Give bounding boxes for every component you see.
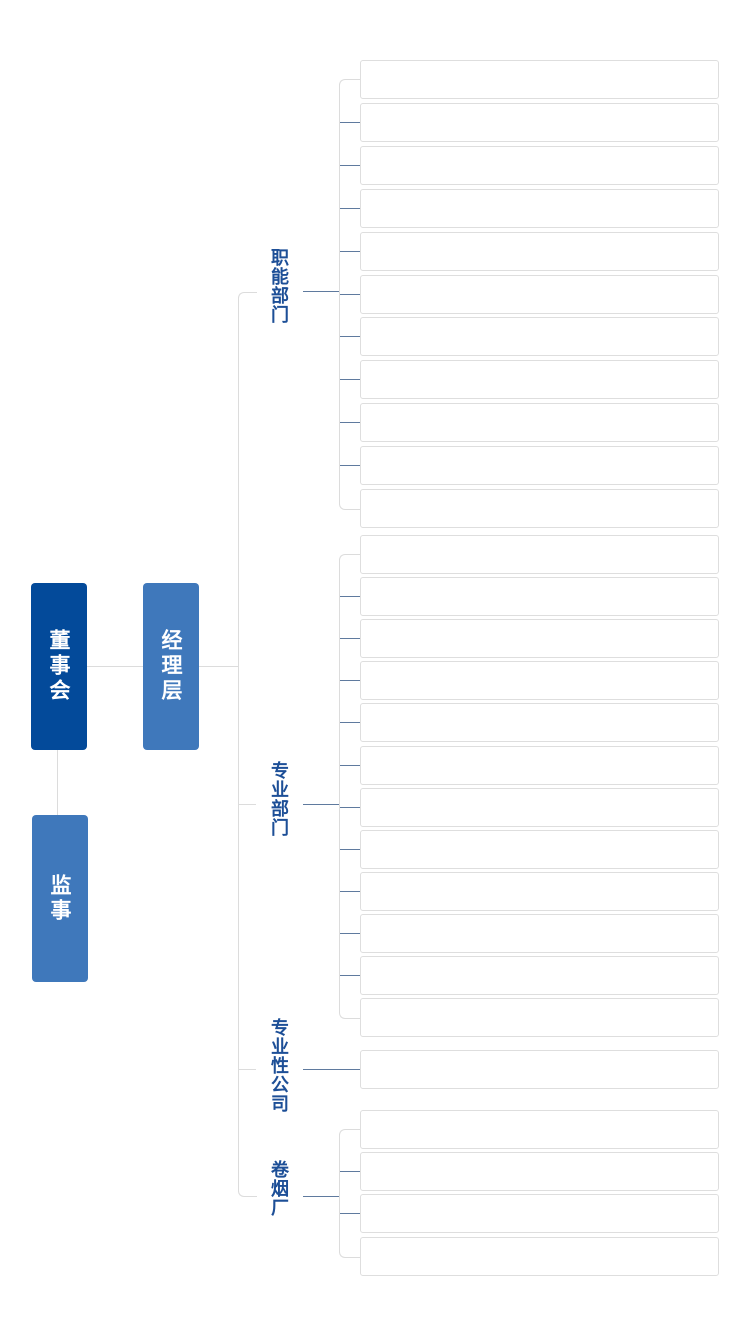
manager-trunk-connector: [199, 666, 238, 667]
leaf-box[interactable]: [360, 446, 719, 485]
leaf-connector: [340, 165, 360, 166]
leaf-box[interactable]: [360, 403, 719, 442]
management-node[interactable]: 经理层: [143, 583, 199, 750]
board-label: 董事会: [47, 629, 71, 704]
leaf-box[interactable]: [360, 360, 719, 399]
leaf-box[interactable]: [360, 577, 719, 616]
category-functional-departments[interactable]: 职能部门: [268, 248, 289, 324]
leaf-connector: [340, 122, 360, 123]
leaf-box[interactable]: [360, 661, 719, 700]
category-connector: [303, 1069, 360, 1070]
leaf-box[interactable]: [360, 830, 719, 869]
category-bracket: [238, 292, 257, 1197]
leaf-box[interactable]: [360, 275, 719, 314]
leaf-box[interactable]: [360, 103, 719, 142]
leaf-box[interactable]: [360, 619, 719, 658]
leaf-connector: [340, 638, 360, 639]
leaf-box[interactable]: [360, 317, 719, 356]
leaf-bracket: [339, 1129, 360, 1258]
board-supervisor-connector: [57, 750, 58, 815]
supervisor-label: 监事: [48, 873, 72, 924]
leaf-connector: [340, 294, 360, 295]
leaf-connector: [340, 680, 360, 681]
category-connector: [303, 291, 339, 292]
leaf-box[interactable]: [360, 146, 719, 185]
leaf-box[interactable]: [360, 1110, 719, 1149]
leaf-box[interactable]: [360, 872, 719, 911]
leaf-connector: [340, 251, 360, 252]
board-manager-connector: [87, 666, 143, 667]
category-connector: [303, 1196, 339, 1197]
leaf-box[interactable]: [360, 489, 719, 528]
leaf-connector: [340, 975, 360, 976]
leaf-connector: [340, 849, 360, 850]
leaf-connector: [340, 208, 360, 209]
leaf-connector: [340, 1171, 360, 1172]
leaf-connector: [340, 807, 360, 808]
leaf-box[interactable]: [360, 703, 719, 742]
leaf-box[interactable]: [360, 535, 719, 574]
leaf-box[interactable]: [360, 189, 719, 228]
category-cigarette-factories[interactable]: 卷烟厂: [268, 1160, 289, 1217]
leaf-bracket: [339, 79, 360, 510]
leaf-box[interactable]: [360, 788, 719, 827]
leaf-box[interactable]: [360, 232, 719, 271]
leaf-box[interactable]: [360, 60, 719, 99]
leaf-connector: [340, 722, 360, 723]
leaf-box[interactable]: [360, 1194, 719, 1233]
leaf-box[interactable]: [360, 998, 719, 1037]
category-connector: [303, 804, 339, 805]
leaf-box[interactable]: [360, 956, 719, 995]
leaf-connector: [340, 1213, 360, 1214]
leaf-connector: [340, 465, 360, 466]
leaf-box[interactable]: [360, 1152, 719, 1191]
leaf-connector: [340, 336, 360, 337]
leaf-connector: [340, 596, 360, 597]
category-specialized-companies[interactable]: 专业性公司: [268, 1018, 289, 1113]
leaf-box[interactable]: [360, 1237, 719, 1276]
category-tick-3: [238, 1069, 256, 1070]
supervisor-node[interactable]: 监事: [32, 815, 88, 982]
leaf-connector: [340, 422, 360, 423]
category-tick-2: [238, 804, 256, 805]
leaf-connector: [340, 379, 360, 380]
board-of-directors-node[interactable]: 董事会: [31, 583, 87, 750]
management-label: 经理层: [159, 629, 183, 704]
leaf-connector: [340, 891, 360, 892]
leaf-box[interactable]: [360, 746, 719, 785]
leaf-box[interactable]: [360, 914, 719, 953]
leaf-connector: [340, 933, 360, 934]
leaf-box[interactable]: [360, 1050, 719, 1089]
category-professional-departments[interactable]: 专业部门: [268, 761, 289, 837]
leaf-connector: [340, 765, 360, 766]
leaf-bracket: [339, 554, 360, 1019]
